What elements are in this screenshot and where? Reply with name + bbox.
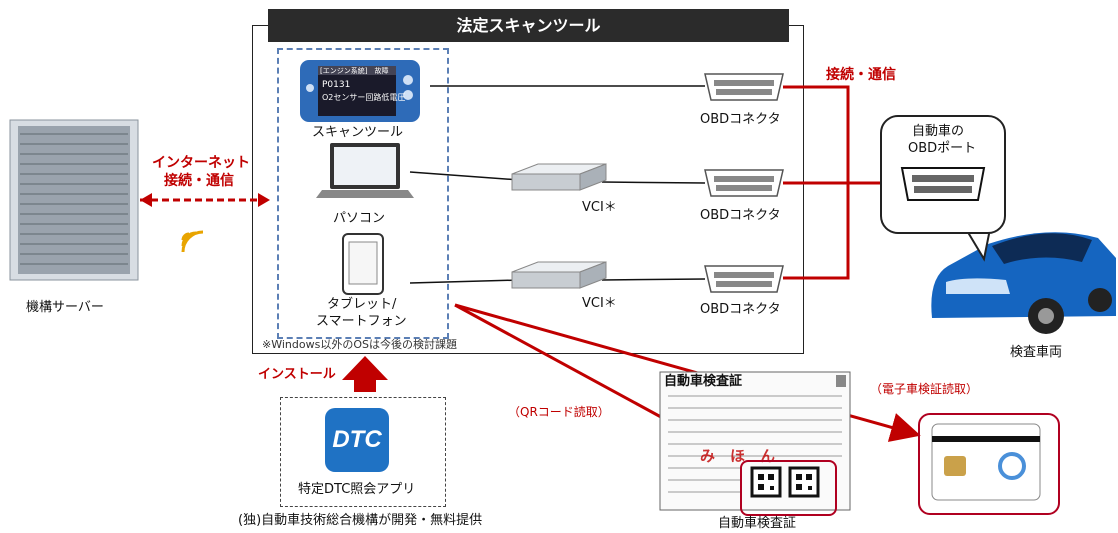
vci-label: VCI＊ <box>582 296 617 311</box>
wifi-icon <box>181 230 204 253</box>
qr-highlight <box>740 460 837 516</box>
tablet-label-line2: スマートフォン <box>316 314 407 329</box>
device-group-box <box>277 48 449 339</box>
os-note: ※Windows以外のOSは今後の検討課題 <box>262 338 457 351</box>
server-icon <box>9 119 139 281</box>
qr-read-label: （QRコード読取） <box>508 405 610 419</box>
obd-port-icon <box>900 167 986 201</box>
tablet-label-line1: タブレット/ <box>327 297 397 312</box>
car-icon <box>931 232 1116 334</box>
vci-box-icon <box>511 163 607 191</box>
port-label-line2: OBDポート <box>908 141 977 156</box>
scan-tool-icon <box>300 60 420 122</box>
qr-code-icon <box>750 466 820 498</box>
port-label-line1: 自動車の <box>912 124 965 139</box>
server-label: 機構サーバー <box>26 300 104 315</box>
obd-connector-label: OBDコネクタ <box>700 208 781 223</box>
screen-code: P0131 <box>322 80 351 90</box>
ecard-highlight <box>918 413 1060 515</box>
app-name: 特定DTC照会アプリ <box>298 482 416 497</box>
obd-red-link <box>783 85 888 280</box>
vehicle-label: 検査車両 <box>1010 345 1063 360</box>
internet-label-line2: 接続・通信 <box>164 173 234 189</box>
connect-label: 接続・通信 <box>826 67 896 83</box>
screen-header: [エンジン系統] 故障 <box>320 67 389 75</box>
app-box <box>280 397 446 507</box>
vci-box-icon <box>511 261 607 289</box>
screen-text: O2センサー回路低電圧 <box>322 93 406 102</box>
obd-connector-icon <box>704 169 784 197</box>
diagram-title: 法定スキャンツール <box>268 9 789 42</box>
scan-tool-label: スキャンツール <box>312 125 404 140</box>
vci-label: VCI＊ <box>582 200 617 215</box>
certificate-doc-title: 自動車検査証 <box>664 374 743 389</box>
provider-note: (独)自動車技術総合機構が開発・無料提供 <box>238 513 483 528</box>
obd-connector-label: OBDコネクタ <box>700 302 781 317</box>
internet-label-line1: インターネット <box>152 155 250 171</box>
ecard-read-label: （電子車検証読取） <box>870 382 979 396</box>
install-arrow <box>342 356 388 392</box>
ic-card-icon <box>931 423 1041 501</box>
obd-connector-icon <box>704 265 784 293</box>
pc-label: パソコン <box>333 211 386 226</box>
certificate-caption: 自動車検査証 <box>718 516 797 531</box>
obd-connector-label: OBDコネクタ <box>700 112 781 127</box>
tablet-icon <box>342 233 384 295</box>
laptop-icon <box>316 143 414 198</box>
obd-connector-icon <box>704 73 784 101</box>
dtc-app-icon[interactable]: DTC <box>325 408 389 472</box>
install-label: インストール <box>258 367 336 382</box>
